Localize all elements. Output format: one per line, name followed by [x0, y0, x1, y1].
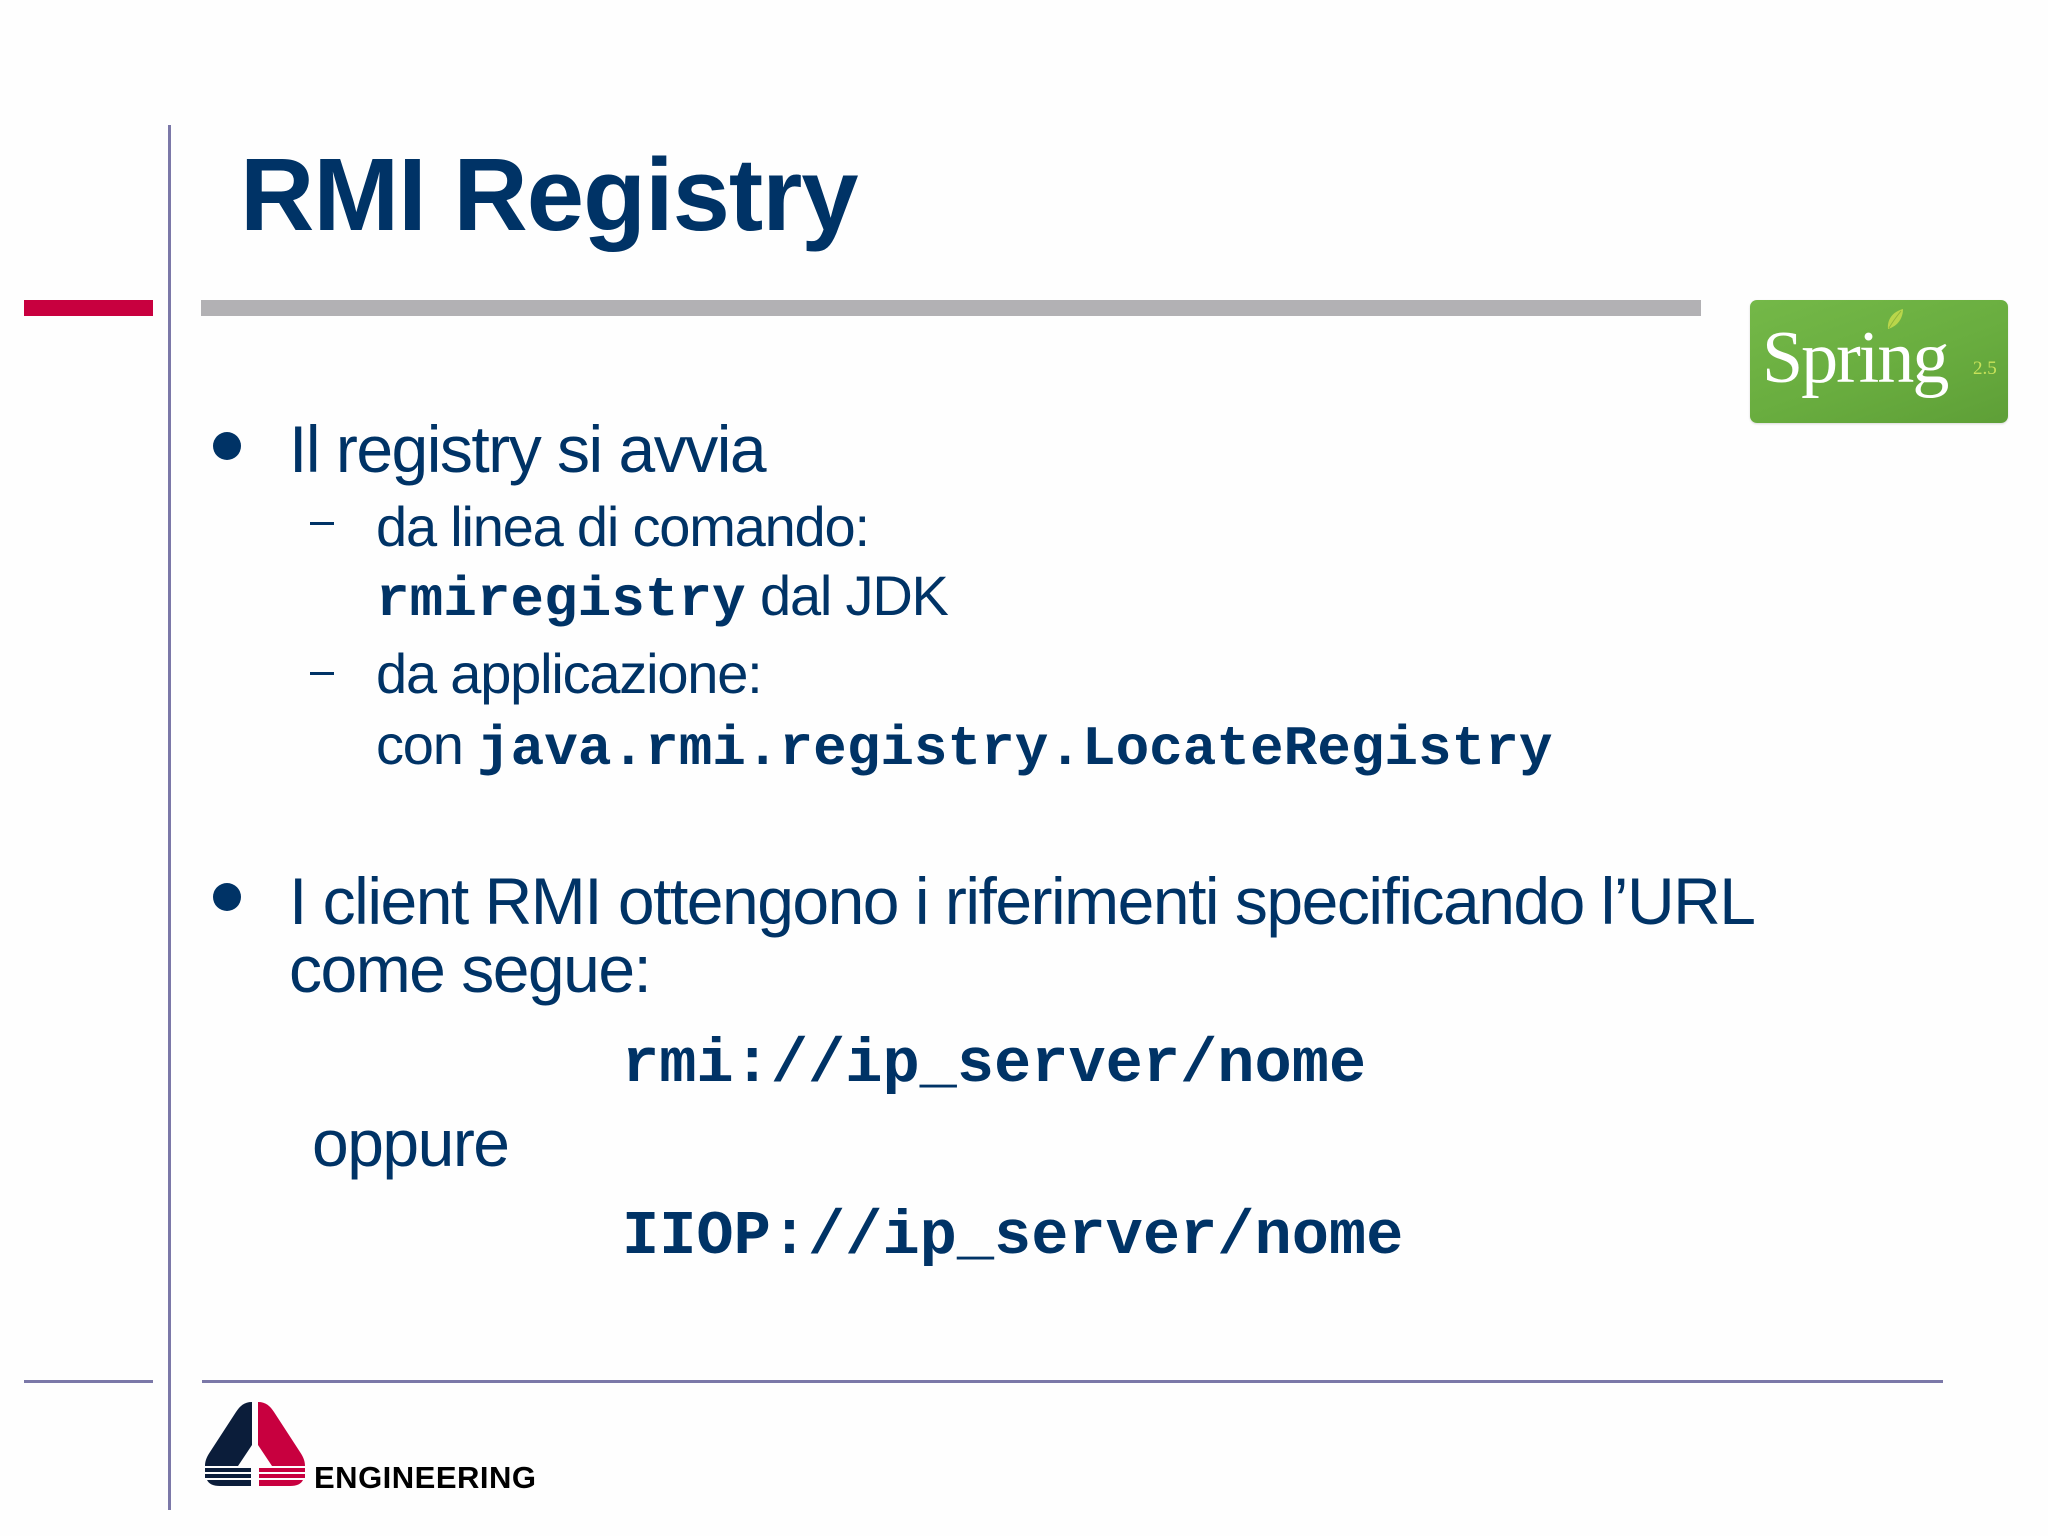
bullet-dot-icon: [213, 432, 241, 460]
engineering-logo-text: ENGINEERING: [314, 1460, 537, 1495]
left-vertical-rule: [168, 125, 171, 1510]
url-example-rmi: rmi://ip_server/nome: [622, 1029, 1367, 1100]
url-example-iiop: IIOP://ip_server/nome: [622, 1201, 1404, 1272]
sub-bullet-continuation: con java.rmi.registry.LocateRegistry: [376, 713, 1553, 781]
dash-icon: [310, 672, 334, 675]
engineering-logo-icon: [205, 1402, 305, 1486]
sub-bullet-suffix: dal JDK: [745, 564, 949, 627]
inline-code: rmiregistry: [376, 568, 746, 632]
slide-title: RMI Registry: [240, 137, 859, 252]
sub-bullet-text: da linea di comando:: [376, 495, 870, 558]
dash-icon: [310, 522, 334, 525]
bullet-text: I client RMI ottengono i riferimenti spe…: [289, 864, 1756, 938]
inline-code: java.rmi.registry.LocateRegistry: [477, 717, 1553, 781]
spring-logo: Spring 2.5: [1750, 300, 2008, 423]
footer-rule-left: [24, 1380, 153, 1383]
separator-text: oppure: [312, 1106, 510, 1180]
title-accent-red-bar: [24, 300, 153, 316]
bullet-dot-icon: [213, 883, 241, 911]
sub-bullet-continuation: rmiregistry dal JDK: [376, 564, 949, 632]
title-underline-gray-bar: [201, 300, 1701, 316]
leaf-icon: [1887, 309, 1903, 329]
spring-logo-word: Spring: [1762, 317, 1949, 399]
spring-logo-version: 2.5: [1973, 358, 1997, 379]
sub-bullet-text: da applicazione:: [376, 642, 763, 705]
sub-bullet-prefix: con: [376, 713, 478, 776]
bullet-text: Il registry si avvia: [289, 412, 767, 486]
footer-rule-right: [202, 1380, 1943, 1383]
bullet-text-continuation: come segue:: [289, 932, 652, 1006]
